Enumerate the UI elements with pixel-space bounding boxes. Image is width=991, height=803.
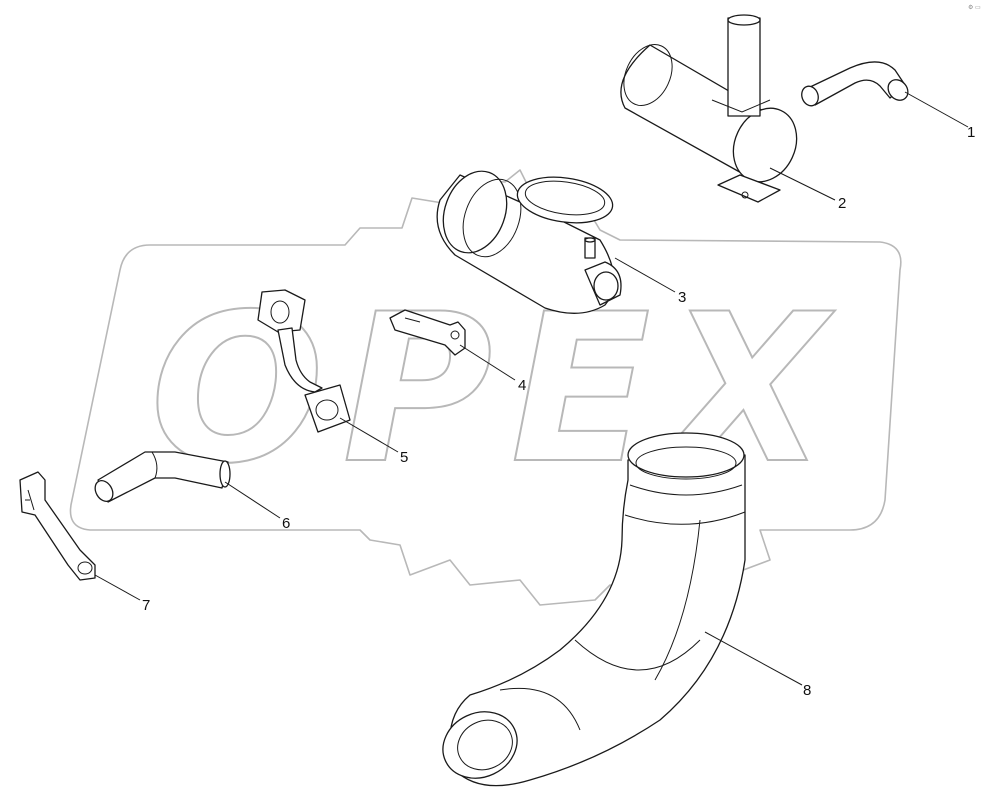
muffler-stack — [727, 17, 761, 117]
leader-line-4 — [459, 344, 516, 381]
exhaust-pipe-tube — [277, 327, 323, 393]
part-8-intake-elbow — [442, 432, 746, 787]
part-2-muffler — [620, 14, 798, 203]
callout-3: 3 — [678, 289, 686, 306]
muffler-body — [620, 44, 771, 176]
part-4-bracket — [389, 309, 466, 356]
leader-line-7 — [94, 574, 141, 601]
corner-mark: ⚙ ▭ — [968, 4, 981, 11]
leader-line-8 — [704, 631, 803, 686]
part-7-support-arm — [19, 471, 96, 581]
leader-line-6 — [224, 481, 281, 519]
watermark-gear-outline — [69, 169, 902, 606]
part-1-upper-hose — [801, 61, 909, 107]
leader-line-2 — [769, 167, 836, 201]
bracket-body — [389, 309, 466, 356]
leader-lines — [94, 91, 969, 686]
leader-line-1 — [904, 91, 969, 128]
callout-8: 8 — [803, 682, 811, 699]
part-6-lower-hose — [94, 451, 231, 503]
exhaust-pipe-lower-flange — [304, 384, 351, 433]
part-3-air-filter — [436, 170, 622, 314]
muffler-flange — [717, 174, 781, 203]
support-arm-body — [19, 471, 96, 581]
callout-5: 5 — [400, 449, 408, 466]
callout-labels: 1 2 3 4 5 6 7 8 — [142, 124, 975, 699]
exhaust-pipe-upper-flange — [257, 289, 306, 333]
callout-1: 1 — [967, 124, 975, 141]
leader-line-5 — [339, 417, 399, 453]
leader-line-3 — [614, 257, 676, 293]
part-5-exhaust-pipe — [257, 289, 351, 433]
callout-2: 2 — [838, 195, 846, 212]
callout-4: 4 — [518, 377, 526, 394]
callout-7: 7 — [142, 597, 150, 614]
lower-hose-body — [97, 451, 229, 503]
callout-6: 6 — [282, 515, 290, 532]
upper-hose-body — [807, 61, 906, 106]
